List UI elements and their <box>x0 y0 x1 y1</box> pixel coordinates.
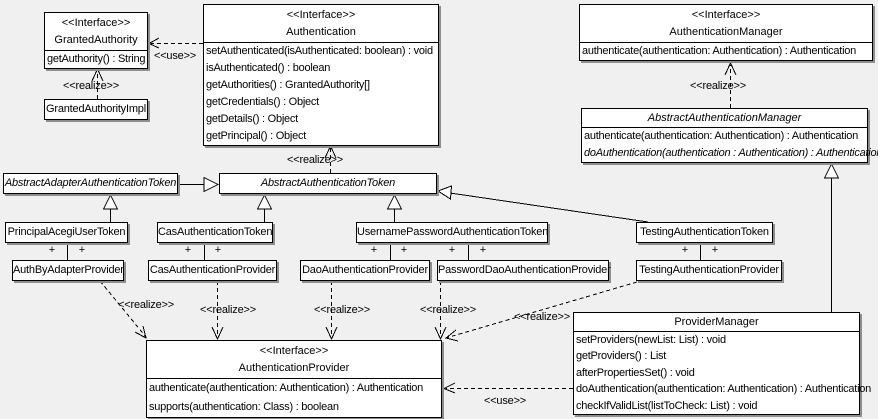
class-provider-manager[interactable]: ProviderManager setProviders(newList: Li… <box>573 312 872 415</box>
class-cas-authentication-provider[interactable]: CasAuthenticationProvider <box>148 260 277 281</box>
method-label: supports(authentication: Class) : boolea… <box>149 401 339 413</box>
realize-label: <<realize>> <box>118 299 174 311</box>
class-name: PrincipalAcegiUserToken <box>7 226 126 238</box>
class-testing-authentication-token[interactable]: TestingAuthenticationToken <box>636 222 773 243</box>
class-password-dao-authentication-provider[interactable]: PasswordDaoAuthenticationProvider <box>437 260 611 281</box>
class-auth-by-adapter-provider[interactable]: AuthByAdapterProvider <box>12 260 124 281</box>
edge-gen-casauthenticationtoken <box>256 193 273 222</box>
method-label: authenticate(authentication: Authenticat… <box>582 45 857 57</box>
class-name: TestingAuthenticationToken <box>640 226 769 238</box>
edge-use-authenticationprovider <box>442 382 573 394</box>
edge-use-grantedauthority <box>147 37 203 49</box>
association-end-plus: + <box>400 244 408 256</box>
class-testing-authentication-provider[interactable]: TestingAuthenticationProvider <box>636 260 782 281</box>
method-label: authenticate(authentication: Authenticat… <box>149 382 424 394</box>
class-cas-authentication-token[interactable]: CasAuthenticationToken <box>157 222 273 243</box>
association-end-plus: + <box>711 244 719 256</box>
class-name: GrantedAuthorityImpl <box>46 103 146 115</box>
edge-realize-daoauthenticationprovider <box>325 281 338 341</box>
association-end-plus: + <box>479 244 487 256</box>
method-label: setProviders(newList: List) : void <box>576 334 726 346</box>
class-name: AuthenticationProvider <box>238 362 350 374</box>
edge-realize-casauthenticationprovider <box>211 281 224 341</box>
class-granted-authority-impl[interactable]: GrantedAuthorityImpl <box>44 99 148 120</box>
class-dao-authentication-provider[interactable]: DaoAuthenticationProvider <box>300 260 430 281</box>
use-label: <<use>> <box>483 395 527 407</box>
stereotype-label: <<Interface>> <box>61 17 131 29</box>
class-abstract-authentication-manager[interactable]: AbstractAuthenticationManager authentica… <box>581 108 878 163</box>
class-name: UsernamePasswordAuthenticationToken <box>357 226 549 238</box>
class-authentication-provider[interactable]: <<Interface>> AuthenticationProvider aut… <box>146 340 442 418</box>
edge-gen-usernamepasswordtoken <box>386 193 403 222</box>
edge-realize-grantedauthorityimpl <box>91 67 104 99</box>
class-name: PasswordDaoAuthenticationProvider <box>438 264 611 276</box>
edge-realize-abstractauthenticationmanager <box>724 61 737 108</box>
class-name: CasAuthenticationToken <box>158 226 273 238</box>
association-end-plus: + <box>214 244 222 256</box>
association-end-plus: + <box>48 244 56 256</box>
edge-gen-testingauthenticationtoken <box>436 185 649 223</box>
association-end-plus: + <box>370 244 378 256</box>
class-abstract-authentication-token[interactable]: AbstractAuthenticationToken <box>219 173 437 194</box>
edge-realize-passworddaoprovider <box>434 281 447 341</box>
method-label: doAuthentication(authentication: Authent… <box>576 383 872 396</box>
stereotype-label: <<Interface>> <box>286 9 356 21</box>
method-label: doAuthentication(authentication : Authen… <box>584 147 878 159</box>
edge-realize-authbyadapterprovider <box>99 280 147 339</box>
association-end-plus: + <box>681 244 689 256</box>
class-abstract-adapter-authentication-token[interactable]: AbstractAdapterAuthenticationToken <box>3 173 178 194</box>
class-name: AbstractAuthenticationToken <box>260 177 396 189</box>
class-granted-authority[interactable]: <<Interface>> GrantedAuthority getAuthor… <box>44 12 148 69</box>
class-name: CasAuthenticationProvider <box>149 264 276 276</box>
method-label: getDetails() : Object <box>206 113 298 125</box>
realize-label: <<realize>> <box>287 154 343 166</box>
class-name: AuthenticationManager <box>669 26 783 38</box>
edge-gen-abstractadapter-to-abstracttoken <box>178 176 220 193</box>
class-username-password-authentication-token[interactable]: UsernamePasswordAuthenticationToken <box>356 222 548 243</box>
method-label: getPrincipal() : Object <box>206 130 307 142</box>
use-label: <<use>> <box>153 50 197 62</box>
method-label: getProviders() : List <box>576 350 667 363</box>
method-label: getAuthority() : String <box>47 53 146 65</box>
class-name: ProviderManager <box>674 316 759 328</box>
association-end-plus: + <box>184 244 192 256</box>
realize-label: <<realize>> <box>690 80 746 92</box>
edge-assoc-token-provider <box>67 243 701 260</box>
realize-label: <<realize>> <box>514 311 570 323</box>
class-name: AbstractAuthenticationManager <box>647 112 802 124</box>
realize-label: <<realize>> <box>314 304 370 316</box>
class-name: DaoAuthenticationProvider <box>302 264 428 276</box>
edge-realize-abstractauthenticationtoken <box>324 144 337 173</box>
edge-gen-principalacegiusertoken <box>102 193 119 222</box>
edge-gen-providermanager <box>823 162 840 312</box>
class-name: AbstractAdapterAuthenticationToken <box>4 177 177 189</box>
association-end-plus: + <box>448 244 456 256</box>
class-name: TestingAuthenticationProvider <box>639 264 779 276</box>
method-label: checkIfValidList(listToCheck: List) : vo… <box>576 399 758 412</box>
realize-label: <<realize>> <box>420 304 476 316</box>
edge-realize-testingauthenticationprovider <box>444 281 638 342</box>
method-label: getCredentials() : Object <box>206 96 319 108</box>
method-label: authenticate(authentication: Authenticat… <box>584 130 859 142</box>
stereotype-label: <<Interface>> <box>691 9 761 21</box>
realize-label: <<realize>> <box>200 304 256 316</box>
method-label: isAuthenticated() : boolean <box>206 62 331 74</box>
class-name: Authentication <box>286 26 356 38</box>
method-label: afterPropertiesSet() : void <box>576 366 695 379</box>
class-principal-acegi-user-token[interactable]: PrincipalAcegiUserToken <box>5 222 128 243</box>
association-end-plus: + <box>78 244 86 256</box>
class-name: GrantedAuthority <box>54 34 138 46</box>
method-label: getAuthorities() : GrantedAuthority[] <box>206 79 370 91</box>
method-label: setAuthenticated(isAuthenticated: boolea… <box>206 45 433 57</box>
class-name: AuthByAdapterProvider <box>13 264 124 276</box>
class-authentication[interactable]: <<Interface>> Authentication setAuthenti… <box>203 4 439 146</box>
realize-label: <<realize>> <box>63 80 119 92</box>
class-authentication-manager[interactable]: <<Interface>> AuthenticationManager auth… <box>579 4 873 61</box>
stereotype-label: <<Interface>> <box>259 345 329 357</box>
